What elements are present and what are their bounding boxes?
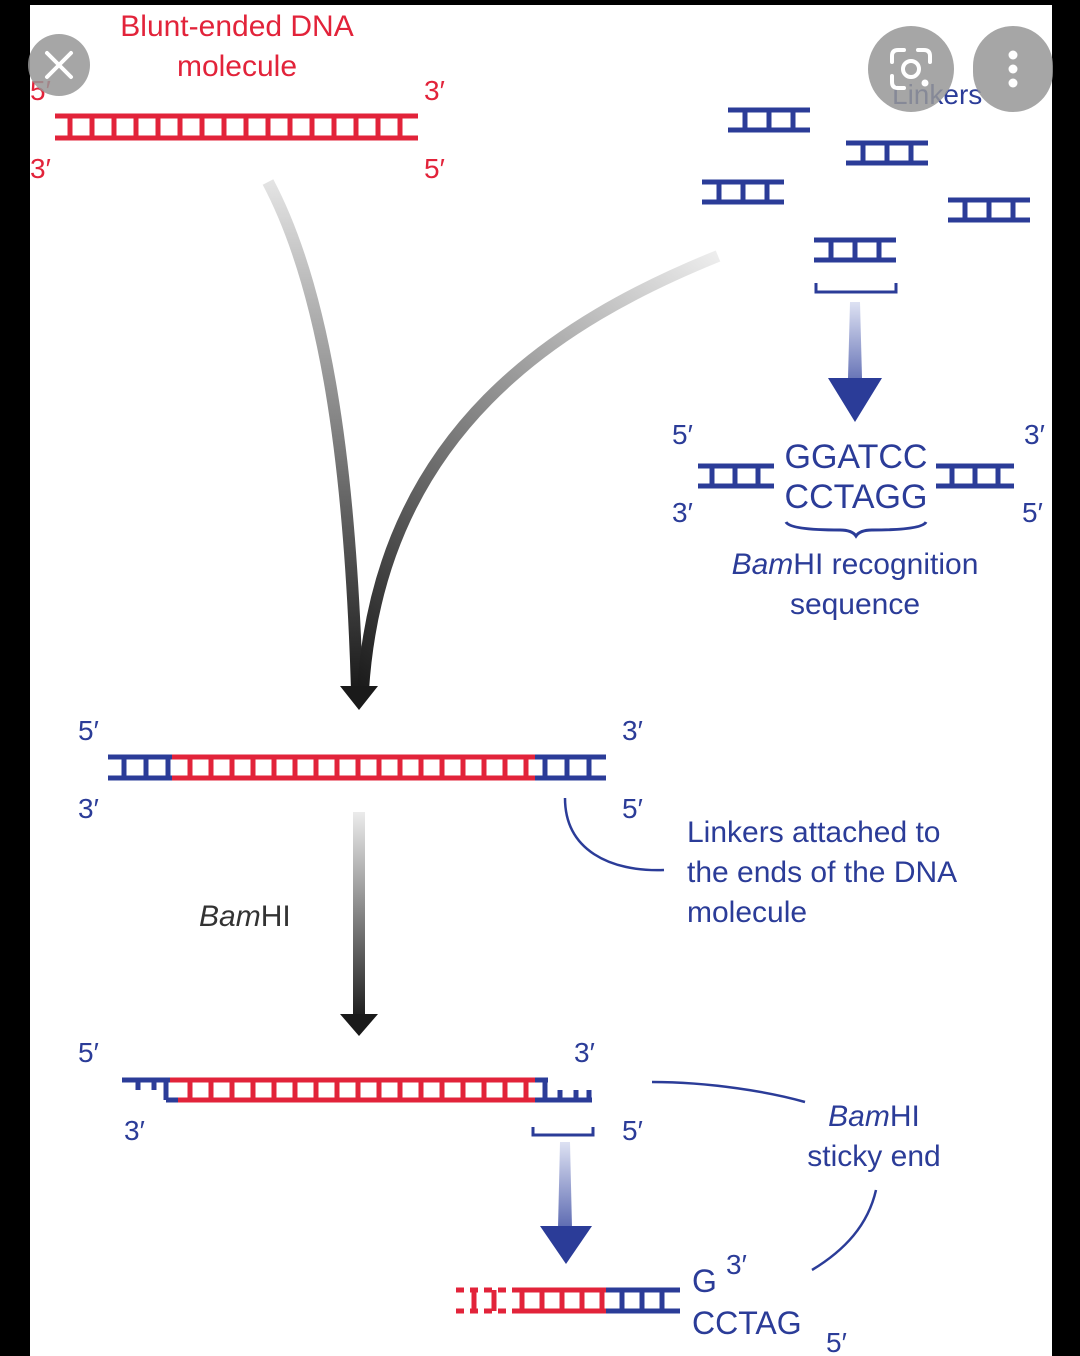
curve-arrow-from-linkers <box>357 250 721 691</box>
seq-bottom-strand: CCTAGG <box>785 478 928 516</box>
close-button[interactable] <box>28 34 90 96</box>
bamhi-arrow-shaft <box>353 812 365 1018</box>
image-viewer-panel: Blunt-ended DNA molecule 5′ 3′ 3′ 5′ Lin… <box>30 5 1052 1356</box>
bamhi-arrowhead <box>340 1014 378 1036</box>
sequence-label: sequence <box>790 588 920 621</box>
linker-2 <box>846 140 928 166</box>
attached-3-left: 3′ <box>78 793 99 824</box>
cut-3-left: 3′ <box>124 1115 145 1146</box>
cut-3-right: 3′ <box>574 1037 595 1068</box>
sticky-label-line2: sticky end <box>807 1140 940 1173</box>
linker-bracket <box>814 283 898 294</box>
seq-5-left: 5′ <box>672 419 693 450</box>
curve-arrow-from-dna <box>262 179 363 691</box>
blue-arrow-down-2 <box>540 1142 592 1264</box>
merge-arrowhead <box>340 686 378 710</box>
linker-5 <box>814 237 896 263</box>
attached-note-line2: the ends of the DNA <box>687 856 957 889</box>
seq-3-left: 3′ <box>672 497 693 528</box>
cut-molecule <box>122 1077 592 1103</box>
attached-note-line1: Linkers attached to <box>687 816 941 849</box>
sticky-callout-line-bottom <box>811 1189 878 1272</box>
blunt-title-line1: Blunt-ended DNA <box>120 10 353 43</box>
linker-1 <box>728 107 810 133</box>
sticky-callout-line-top <box>651 1080 806 1104</box>
blunt-dna-ladder <box>55 113 418 141</box>
cut-bracket <box>531 1127 595 1137</box>
recognition-linker <box>698 463 1014 489</box>
blunt-3-right: 3′ <box>424 75 445 106</box>
attached-molecule <box>108 754 606 781</box>
blunt-5-right: 5′ <box>424 153 445 184</box>
sticky-end-detail <box>456 1287 680 1314</box>
recognition-label: BamHI recognition <box>732 548 979 581</box>
seq-top-strand: GGATCC <box>785 438 928 476</box>
google-lens-button[interactable] <box>868 26 954 112</box>
google-lens-icon <box>890 48 932 90</box>
attached-callout-line <box>563 797 665 872</box>
linker-ligation-diagram: Blunt-ended DNA molecule 5′ 3′ 3′ 5′ Lin… <box>30 10 1045 1356</box>
linker-4 <box>948 197 1030 223</box>
sticky-label-line1: BamHI <box>828 1100 920 1133</box>
cut-5-left: 5′ <box>78 1037 99 1068</box>
seq-brace <box>784 521 928 539</box>
bamhi-enzyme-label: BamHI <box>199 900 291 933</box>
seq-5-right: 5′ <box>1022 497 1043 528</box>
attached-5-left: 5′ <box>78 715 99 746</box>
seq-3-right: 3′ <box>1024 419 1045 450</box>
linker-3 <box>702 179 784 205</box>
cut-5-right: 5′ <box>622 1115 643 1146</box>
sticky-end-3: 3′ <box>726 1249 747 1280</box>
close-icon <box>45 51 73 79</box>
attached-5-right: 5′ <box>622 793 643 824</box>
attached-note-line3: molecule <box>687 896 807 929</box>
blunt-3-left: 3′ <box>30 153 51 184</box>
blunt-title-line2: molecule <box>177 50 297 83</box>
sticky-end-CCTAG: CCTAG <box>692 1305 802 1341</box>
more-options-button[interactable] <box>973 26 1053 112</box>
sticky-end-5: 5′ <box>826 1327 847 1356</box>
blue-arrow-down-1 <box>828 302 882 422</box>
attached-3-right: 3′ <box>622 715 643 746</box>
sticky-end-G: G <box>692 1263 717 1299</box>
more-vert-icon <box>1008 50 1018 88</box>
linkers-group <box>702 107 1030 263</box>
